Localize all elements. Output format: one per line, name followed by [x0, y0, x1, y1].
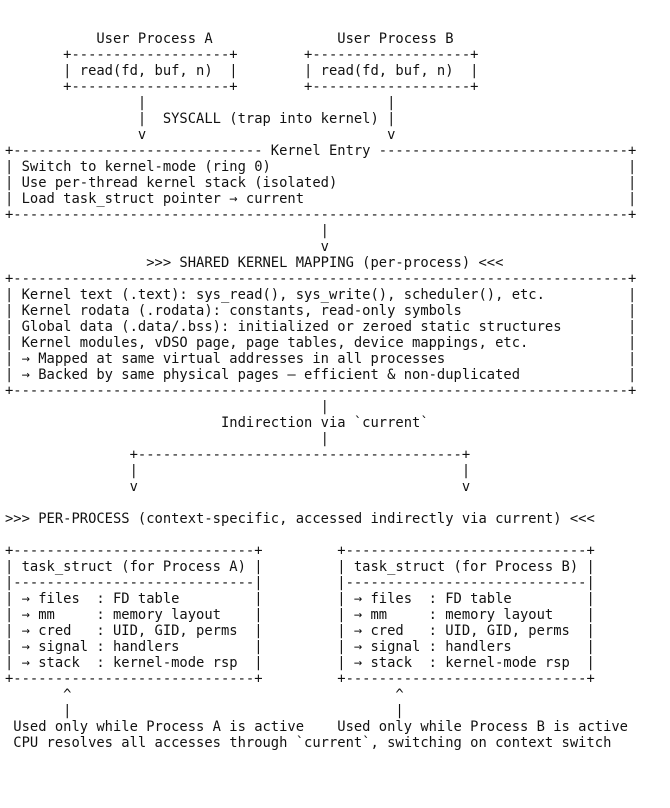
ascii-kernel-diagram: User Process A User Process B +---------…: [5, 31, 637, 751]
